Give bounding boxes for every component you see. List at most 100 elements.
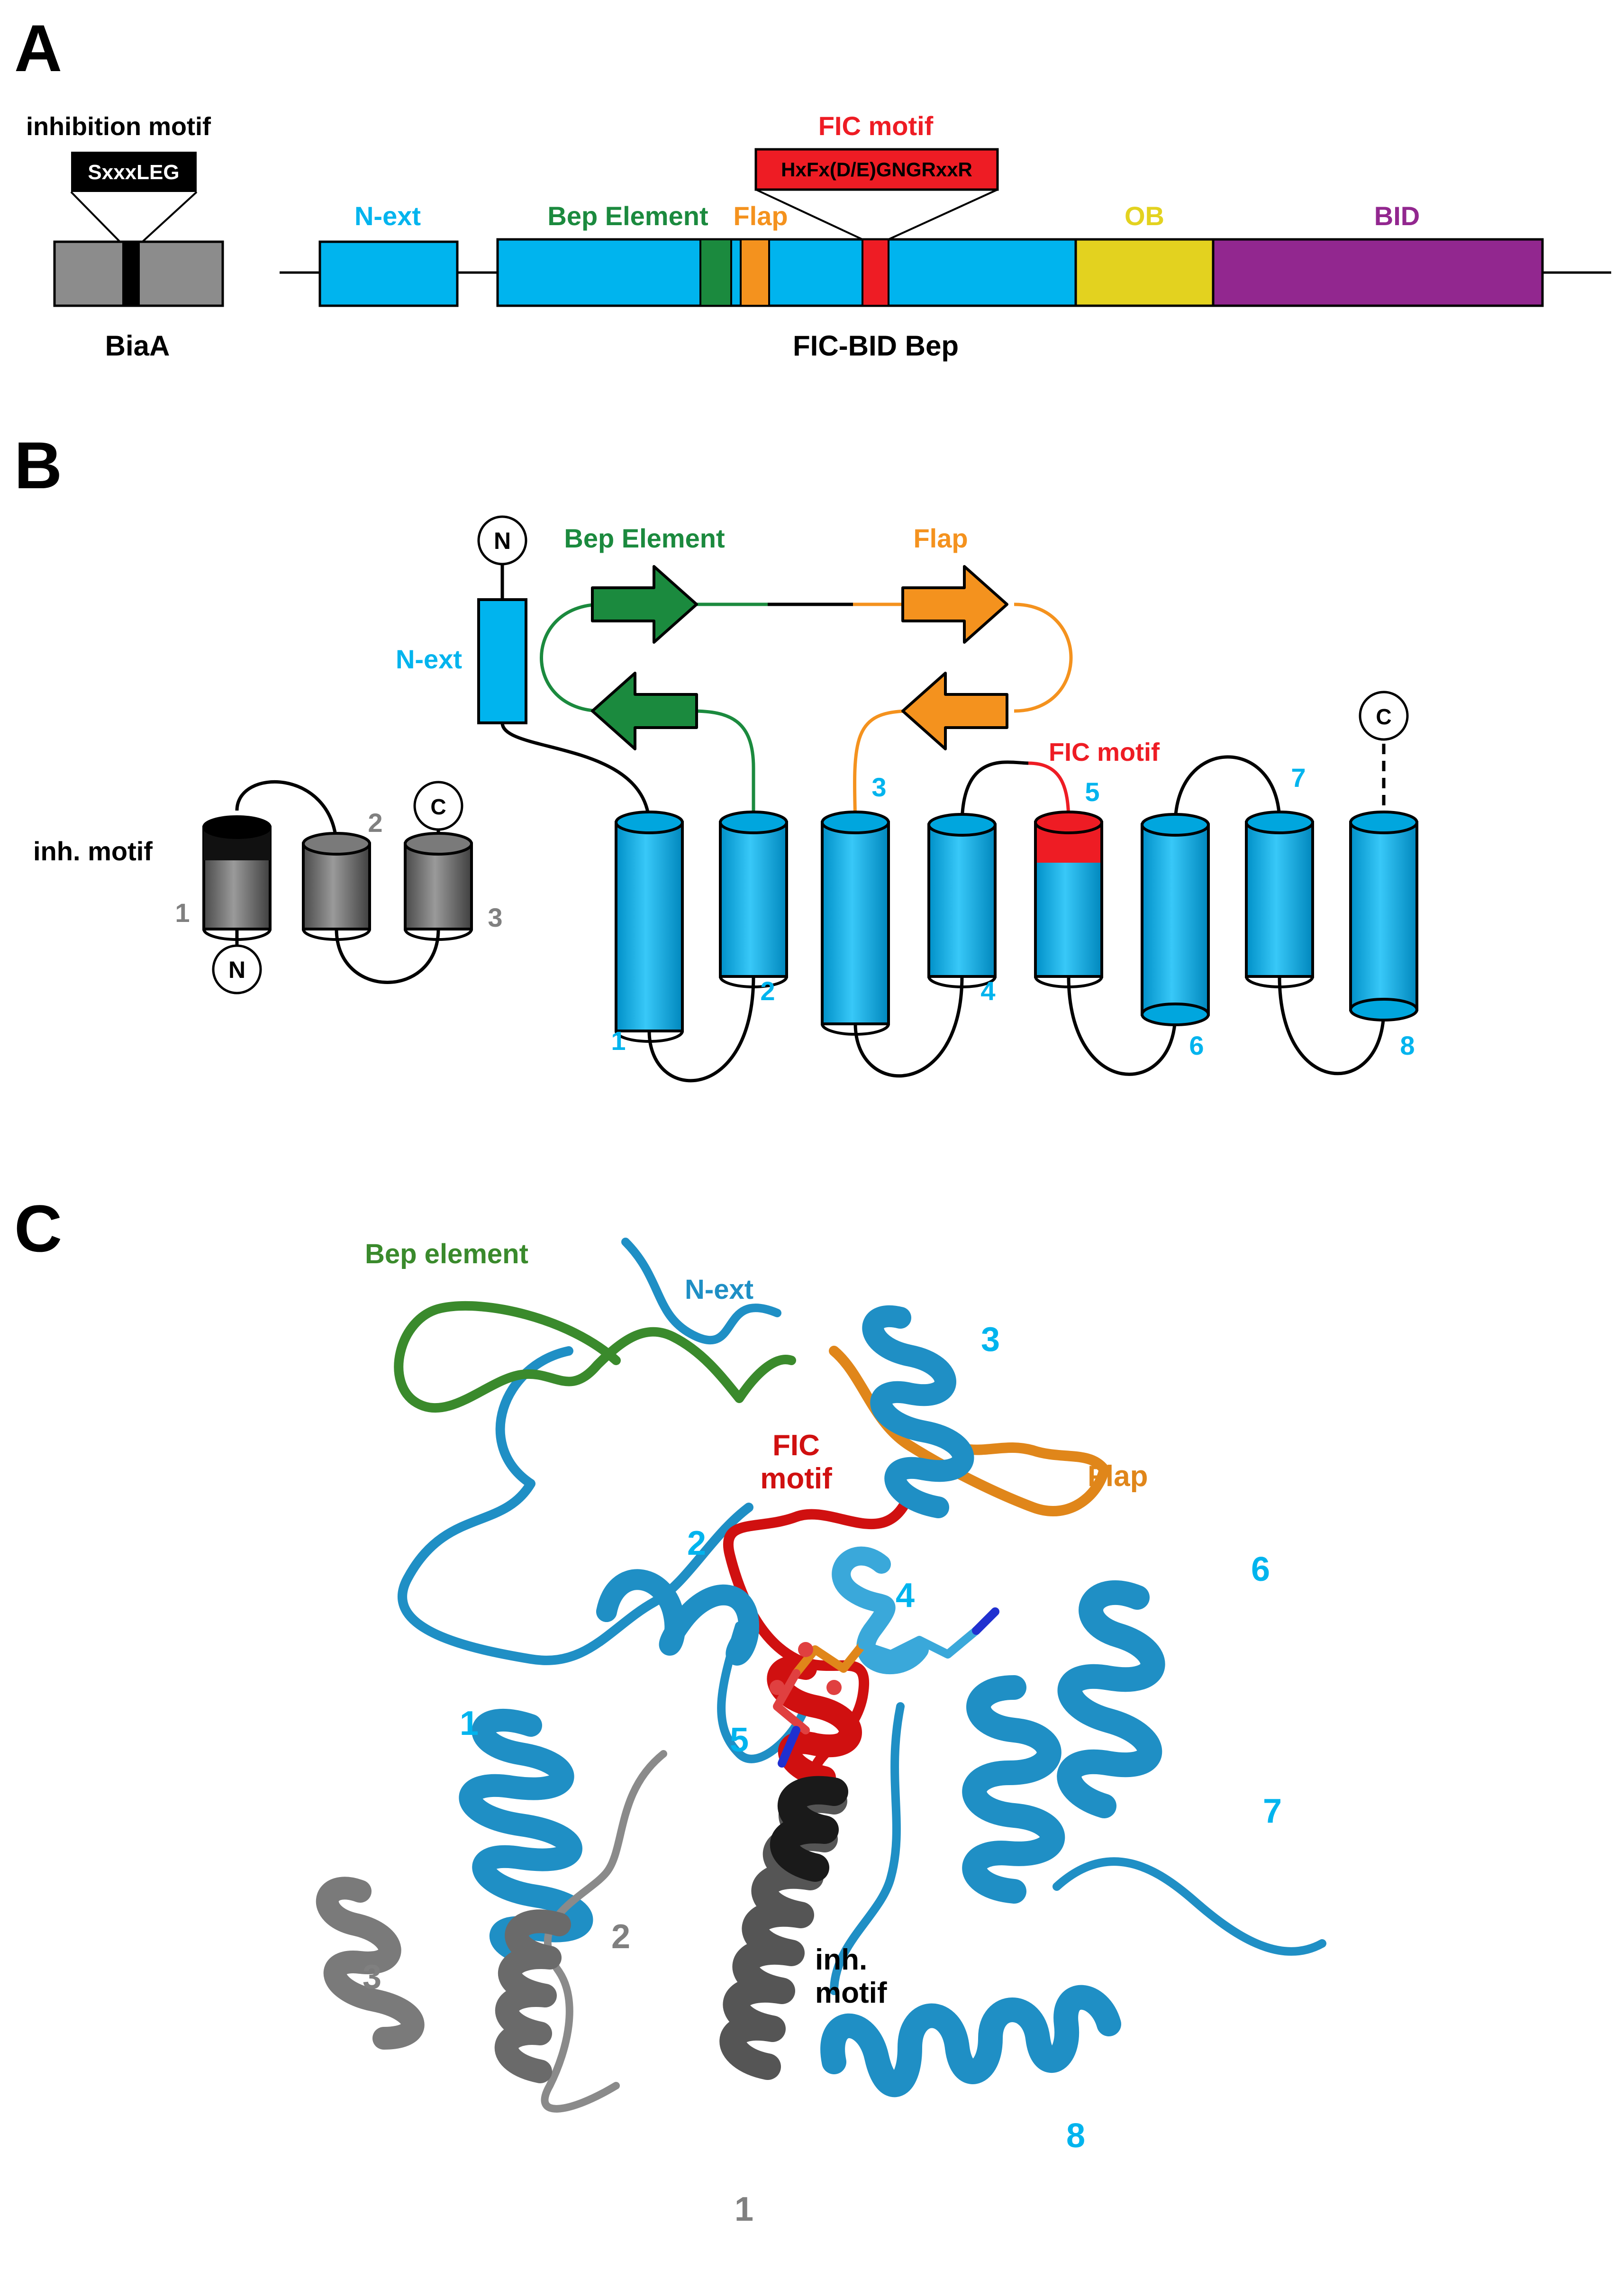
c-helix-label-2: 2 [687, 1524, 706, 1562]
biaa-c-label: C [430, 794, 446, 819]
panel-c: C [14, 1191, 1326, 2228]
loop-trace [398, 1346, 753, 1665]
c-helix-label-7: 7 [1263, 1792, 1282, 1830]
fic-helix-7 [1245, 811, 1314, 988]
cartoon-structure [316, 1238, 1326, 2113]
loop-trace [830, 1702, 905, 1995]
c-helix-label-6: 6 [1251, 1550, 1270, 1588]
c-inh-motif-label-2: motif [815, 1977, 887, 2009]
ligand-sticks [770, 1607, 999, 1768]
flap-strand-2 [901, 672, 1008, 750]
c-biaa-label-2: 2 [611, 1918, 630, 1956]
callout-line [70, 191, 123, 245]
connector [1067, 976, 1177, 1076]
fic-helix-label-7: 7 [1291, 763, 1306, 793]
bep-strand-1 [591, 565, 698, 644]
fic-helix-8 [1349, 811, 1418, 1021]
inh-motif-label: inh. motif [33, 836, 153, 866]
fic-helix-label-6: 6 [1189, 1031, 1204, 1060]
fic-bid-schematic: N-ext Bep Element Flap OB BID FIC motif … [280, 111, 1611, 362]
fic-helix-label-3: 3 [871, 772, 886, 802]
biaa-helix-3 [404, 832, 473, 941]
flap-strand-1 [901, 565, 1008, 644]
biaa-helix-label-1: 1 [175, 898, 190, 928]
bep-strand-2 [591, 672, 698, 750]
fic-helix-label-8: 8 [1400, 1031, 1415, 1060]
protein-name: FIC-BID Bep [793, 330, 959, 362]
c-bep-element-label: Bep element [365, 1239, 528, 1269]
biaa-inhibition-segment [122, 242, 140, 306]
fic-motif-topology-label: FIC motif [1049, 738, 1160, 766]
bep-element-label: Bep Element [547, 201, 708, 231]
bep-element-trace [394, 1301, 796, 1413]
ob-label: OB [1125, 201, 1164, 231]
biaa-n-label: N [228, 957, 245, 983]
fic-helix-3 [821, 811, 890, 1036]
helix-4 [832, 1546, 929, 1675]
fic-helix-2 [719, 811, 788, 988]
flap-segment [740, 238, 770, 307]
callout-line [139, 191, 198, 245]
ob-domain [1074, 238, 1215, 307]
callout-line [888, 189, 998, 240]
c-inh-motif-label-1: inh. [815, 1943, 867, 1976]
loop [335, 929, 440, 984]
fic-motif-title: FIC motif [818, 111, 934, 141]
biaa-loop [541, 1750, 667, 2113]
panel-b: B N C inh. motif 1 2 3 [14, 428, 1418, 1083]
fic-motif-segment [862, 238, 889, 307]
next-helix [477, 598, 527, 724]
inhibition-motif-box [71, 152, 197, 192]
biaa-helix-3 [316, 1877, 425, 2050]
fic-helix-label-5: 5 [1085, 777, 1099, 807]
fic-helix-label-4: 4 [980, 976, 995, 1006]
next-domain [318, 240, 459, 307]
helix-8 [820, 1985, 1121, 2097]
fic-domain [496, 238, 1077, 307]
callout-line [755, 189, 863, 240]
flap-topology-label: Flap [913, 523, 968, 553]
fic-motif-seq-box [754, 148, 999, 191]
helix-7 [962, 1675, 1065, 1904]
c-helix-label-5: 5 [730, 1721, 749, 1759]
panel-a-letter: A [14, 11, 62, 85]
c-biaa-label-1: 1 [735, 2190, 753, 2228]
fic-helix-6 [1141, 813, 1210, 1026]
biaa-schematic: inhibition motif SxxxLEG BiaA [26, 112, 224, 362]
connector [647, 976, 755, 1083]
fic-c-terminus [1359, 691, 1409, 741]
fic-helix-4 [927, 813, 997, 988]
panel-c-letter: C [14, 1191, 62, 1266]
biaa-c-terminus [413, 781, 463, 831]
c-biaa-label-3: 3 [363, 1958, 381, 1996]
bep-element-segment [699, 238, 732, 307]
flap-trace [829, 1346, 1109, 1516]
connector [500, 722, 651, 823]
c-helix-label-1: 1 [460, 1705, 479, 1742]
connector [853, 709, 910, 823]
flap-label: Flap [733, 201, 788, 231]
biaa-n-terminus [212, 944, 262, 994]
inhibition-motif-sequence: SxxxLEG [88, 161, 179, 184]
loop [235, 780, 338, 844]
loop-trace [1052, 1857, 1326, 1956]
fic-n-terminus [477, 515, 527, 565]
bep-element-topology-label: Bep Element [564, 523, 725, 553]
fic-helix-label-2: 2 [760, 976, 775, 1006]
biaa-helix-2 [302, 832, 371, 941]
c-fic-motif-label-1: FIC [772, 1429, 820, 1462]
fic-n-label: N [494, 528, 511, 554]
helix-6 [1057, 1580, 1165, 1818]
bid-label: BID [1374, 201, 1420, 231]
biaa-helix-label-2: 2 [368, 808, 382, 838]
biaa-helix-2 [494, 1909, 571, 2083]
inhibition-motif-title: inhibition motif [26, 112, 211, 141]
connector [853, 976, 964, 1078]
bid-domain [1212, 238, 1544, 307]
fic-helix-label-1: 1 [611, 1026, 626, 1056]
c-helix-label-4: 4 [896, 1577, 915, 1614]
biaa-inhibition-trace [770, 1776, 848, 1882]
connector [1014, 602, 1073, 713]
loop-trace [621, 1238, 781, 1345]
